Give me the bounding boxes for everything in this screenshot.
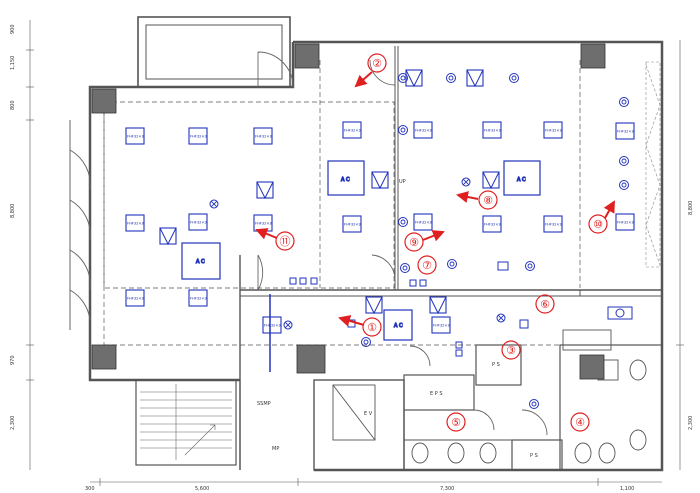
svg-text:8,800: 8,800	[688, 201, 694, 215]
marker-6: ⑥	[535, 294, 555, 314]
svg-text:FHF32×3: FHF32×3	[344, 223, 361, 227]
svg-text:FHF32×3: FHF32×3	[344, 129, 361, 133]
marker-10: ⑩	[588, 200, 615, 234]
svg-text:1,150: 1,150	[10, 56, 16, 70]
svg-text:FHF32×3: FHF32×3	[415, 129, 432, 133]
svg-text:970: 970	[10, 355, 16, 365]
svg-text:FHF32×3: FHF32×3	[255, 222, 272, 226]
light-fixtures: FHF32×3 FHF32×3 FHF32×3 FHF32×3 FHF32×3 …	[125, 121, 635, 334]
svg-text:⑦: ⑦	[422, 259, 432, 272]
room-labels: E V E P S P S P S MP SSMP UP	[257, 179, 538, 459]
svg-text:P S: P S	[530, 453, 538, 459]
svg-text:FHF32×3: FHF32×3	[545, 223, 562, 227]
svg-text:FHF32×3: FHF32×3	[484, 223, 501, 227]
svg-text:⑩: ⑩	[593, 218, 603, 231]
svg-text:FHF32×3: FHF32×3	[127, 135, 144, 139]
small-devices	[269, 261, 633, 372]
svg-text:1,100: 1,100	[620, 486, 634, 492]
svg-text:①: ①	[367, 321, 377, 334]
marker-11: ⑪	[255, 228, 295, 251]
svg-text:②: ②	[372, 57, 382, 70]
svg-text:E V: E V	[364, 411, 373, 417]
annotation-markers: ① ② ③ ④ ⑤ ⑥ ⑦	[255, 53, 615, 432]
walls	[69, 16, 664, 472]
pillars	[91, 43, 606, 380]
svg-text:2,300: 2,300	[10, 416, 16, 430]
svg-text:FHF32×3: FHF32×3	[617, 221, 634, 225]
svg-text:P S: P S	[492, 362, 500, 368]
svg-text:800: 800	[10, 100, 16, 110]
svg-text:A C: A C	[196, 259, 205, 265]
exhaust-fans	[209, 177, 506, 330]
svg-text:FHF32×3: FHF32×3	[433, 324, 450, 328]
svg-text:⑥: ⑥	[540, 298, 550, 311]
dimension-labels: 900 1,150 800 8,800 970 2,300 8,800 2,30…	[10, 24, 694, 492]
svg-text:A C: A C	[341, 177, 350, 183]
svg-text:FHF32×3: FHF32×3	[415, 221, 432, 225]
svg-text:2,300: 2,300	[688, 416, 694, 430]
svg-text:E P S: E P S	[430, 391, 443, 397]
svg-text:FHF32×3: FHF32×3	[127, 222, 144, 226]
marker-9: ⑨	[404, 230, 445, 252]
svg-text:8,800: 8,800	[10, 204, 16, 218]
marker-8: ⑧	[456, 190, 498, 210]
svg-text:300: 300	[85, 486, 95, 492]
ac-units: A C A C A C A C	[181, 160, 541, 341]
svg-text:FHF32×3: FHF32×3	[127, 297, 144, 301]
svg-text:UP: UP	[399, 179, 406, 185]
svg-text:FHF32×3: FHF32×3	[190, 221, 207, 225]
svg-text:⑤: ⑤	[451, 416, 461, 429]
svg-text:③: ③	[506, 344, 516, 357]
svg-text:FHF32×3: FHF32×3	[484, 129, 501, 133]
marker-7: ⑦	[417, 255, 437, 275]
svg-text:A C: A C	[394, 323, 403, 329]
dimension-lines	[26, 20, 684, 486]
svg-text:⑧: ⑧	[483, 194, 493, 207]
marker-3: ③	[501, 340, 521, 360]
marker-1: ①	[338, 315, 382, 337]
svg-text:SSMP: SSMP	[257, 401, 271, 407]
ventilation-units	[159, 69, 500, 314]
marker-2: ②	[354, 53, 387, 88]
svg-text:5,600: 5,600	[195, 486, 209, 492]
svg-text:7,300: 7,300	[440, 486, 454, 492]
svg-text:FHF32×3: FHF32×3	[190, 297, 207, 301]
marker-5: ⑤	[446, 412, 466, 432]
svg-text:A C: A C	[517, 177, 526, 183]
svg-text:FHF32×3: FHF32×3	[545, 129, 562, 133]
svg-text:MP: MP	[272, 446, 279, 452]
svg-text:900: 900	[10, 24, 16, 34]
svg-text:FHF32×3: FHF32×3	[255, 135, 272, 139]
svg-text:⑨: ⑨	[409, 236, 419, 249]
svg-text:⑪: ⑪	[280, 235, 291, 248]
svg-text:FHF32×3: FHF32×3	[617, 130, 634, 134]
svg-text:FHF32×3: FHF32×3	[190, 135, 207, 139]
svg-text:FHF32×3: FHF32×3	[264, 324, 281, 328]
svg-text:④: ④	[575, 416, 585, 429]
marker-4: ④	[570, 412, 590, 432]
